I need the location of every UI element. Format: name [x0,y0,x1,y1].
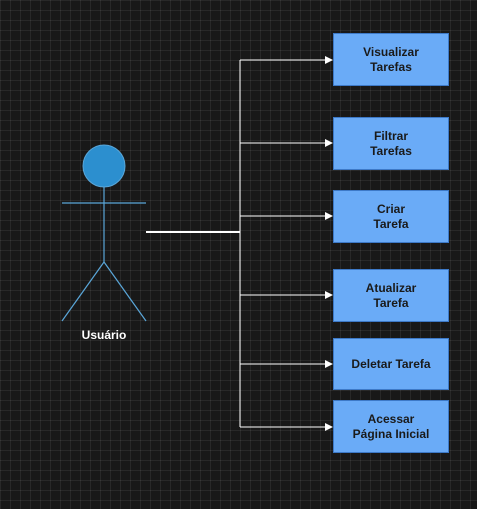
usecase-acessar-pagina-inicial[interactable]: Acessar Página Inicial [333,400,449,453]
actor-figure[interactable] [61,144,147,322]
connectors [146,56,333,431]
usecase-deletar-tarefa[interactable]: Deletar Tarefa [333,338,449,390]
usecase-criar-tarefa[interactable]: Criar Tarefa [333,190,449,243]
usecase-visualizar-tarefas[interactable]: Visualizar Tarefas [333,33,449,86]
actor-right-leg [103,261,147,322]
actor-left-leg [61,261,105,322]
actor-label: Usuário [81,328,127,342]
usecase-filtrar-tarefas[interactable]: Filtrar Tarefas [333,117,449,170]
actor-head [82,144,126,188]
usecase-atualizar-tarefa[interactable]: Atualizar Tarefa [333,269,449,322]
